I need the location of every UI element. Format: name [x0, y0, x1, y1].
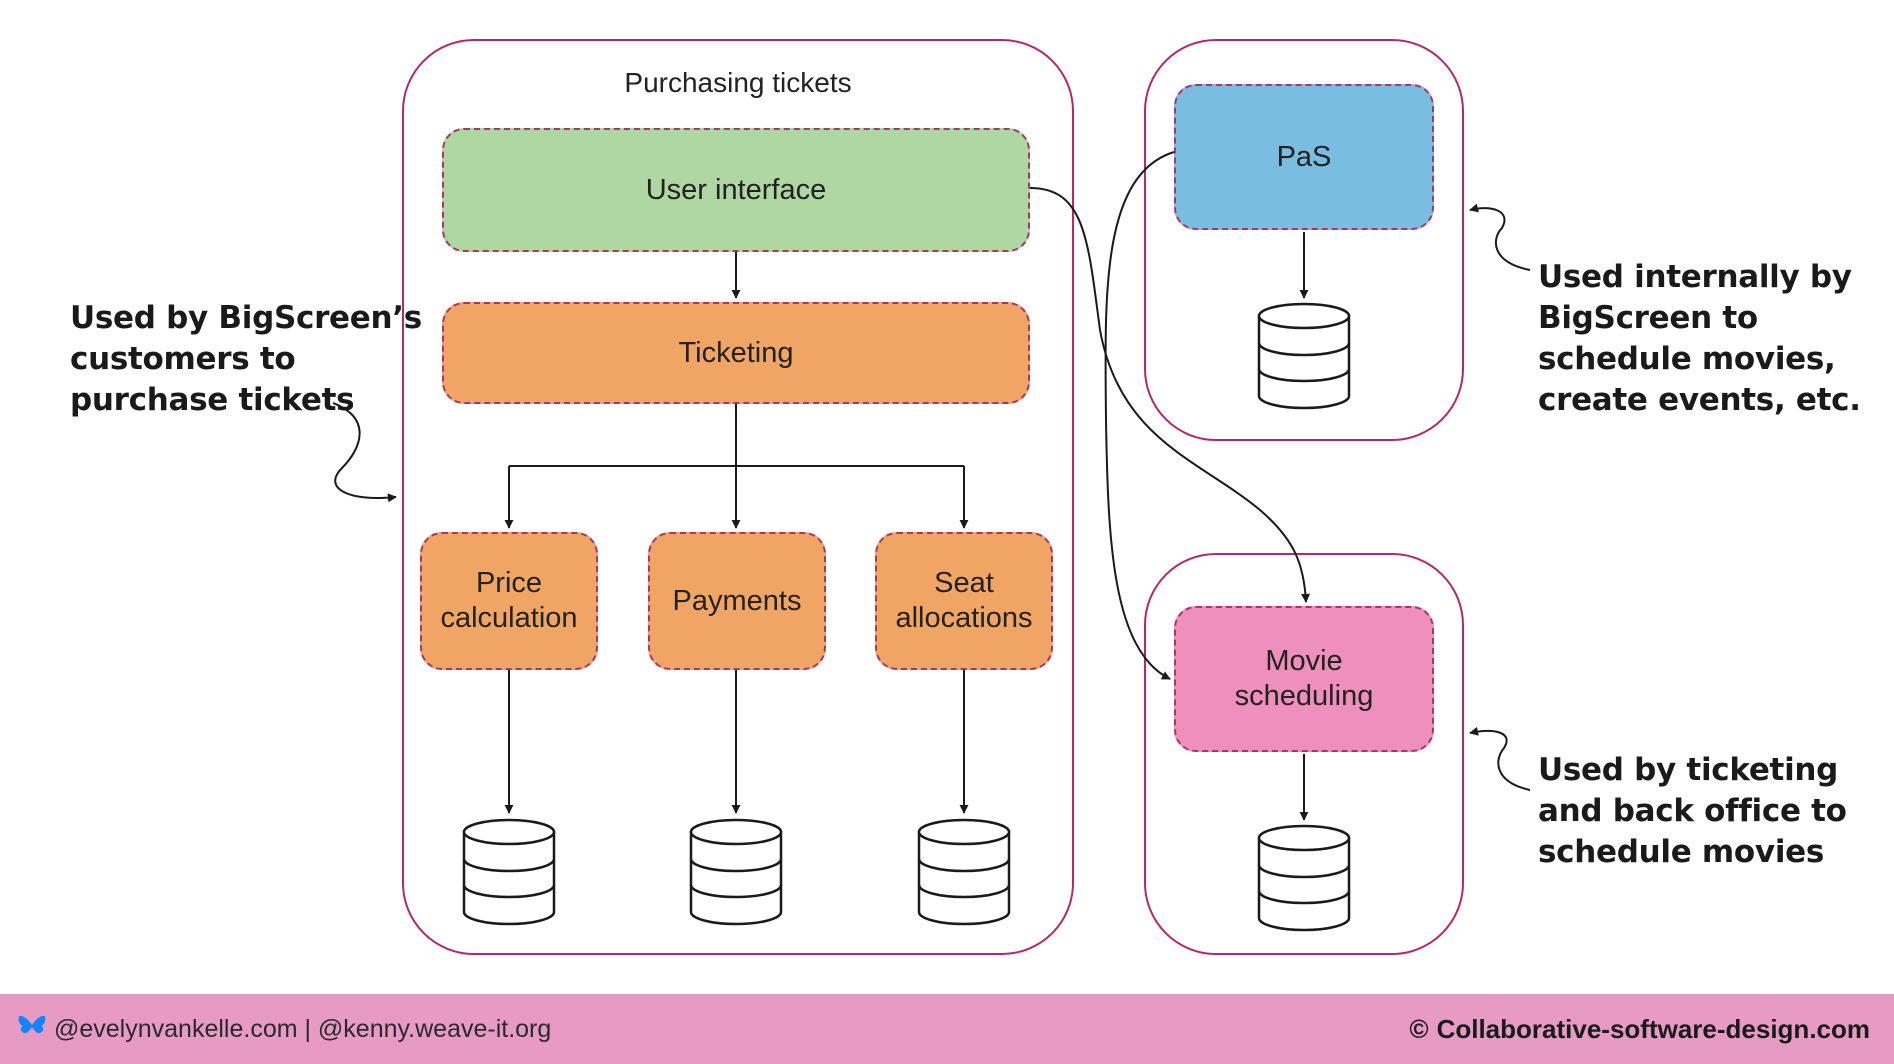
ticketing-annotation-arrow [1469, 726, 1531, 791]
connectors-layer [332, 151, 1531, 932]
scheduling-database-icon [1257, 824, 1351, 932]
payments-database-icon [689, 818, 783, 926]
price-database-icon [462, 818, 556, 926]
user-interface-box[interactable]: User interface [442, 128, 1030, 252]
seat-allocations-box[interactable]: Seat allocations [875, 532, 1053, 670]
internal-use-annotation: Used internally by BigScreen to schedule… [1538, 259, 1861, 418]
customers-annotation: Used by BigScreen’s customers to purchas… [70, 300, 422, 418]
website-link[interactable]: Collaborative-software-design.com [1436, 1013, 1870, 1044]
movie-scheduling-box[interactable]: Movie scheduling [1174, 606, 1434, 752]
pas-box[interactable]: PaS [1174, 84, 1434, 230]
ticketing-box[interactable]: Ticketing [442, 302, 1030, 404]
footer-bar: @evelynvankelle.com | @kenny.weave-it.or… [0, 994, 1894, 1064]
footer-handles-group: @evelynvankelle.com | @kenny.weave-it.or… [18, 1014, 551, 1045]
architecture-diagram: Purchasing tickets User interface Ticket… [70, 39, 1861, 955]
seat-database-icon [917, 818, 1011, 926]
copyright-symbol: © [1409, 1013, 1429, 1044]
butterfly-icon [18, 1014, 46, 1045]
purchasing-tickets-title: Purchasing tickets [624, 67, 852, 98]
payments-box[interactable]: Payments [648, 532, 826, 670]
ticketing-backoffice-annotation: Used by ticketing and back office to sch… [1538, 752, 1847, 870]
internal-annotation-arrow [1469, 203, 1531, 271]
copyright-group: © Collaborative-software-design.com [1409, 1014, 1870, 1045]
customers-annotation-arrow [332, 402, 397, 503]
price-calculation-box[interactable]: Price calculation [420, 532, 598, 670]
pas-database-icon [1257, 302, 1351, 410]
ui-to-scheduling-arrow [1029, 187, 1311, 603]
social-handles[interactable]: @evelynvankelle.com | @kenny.weave-it.or… [54, 1014, 552, 1043]
pas-to-scheduling-arrow [1104, 151, 1175, 680]
